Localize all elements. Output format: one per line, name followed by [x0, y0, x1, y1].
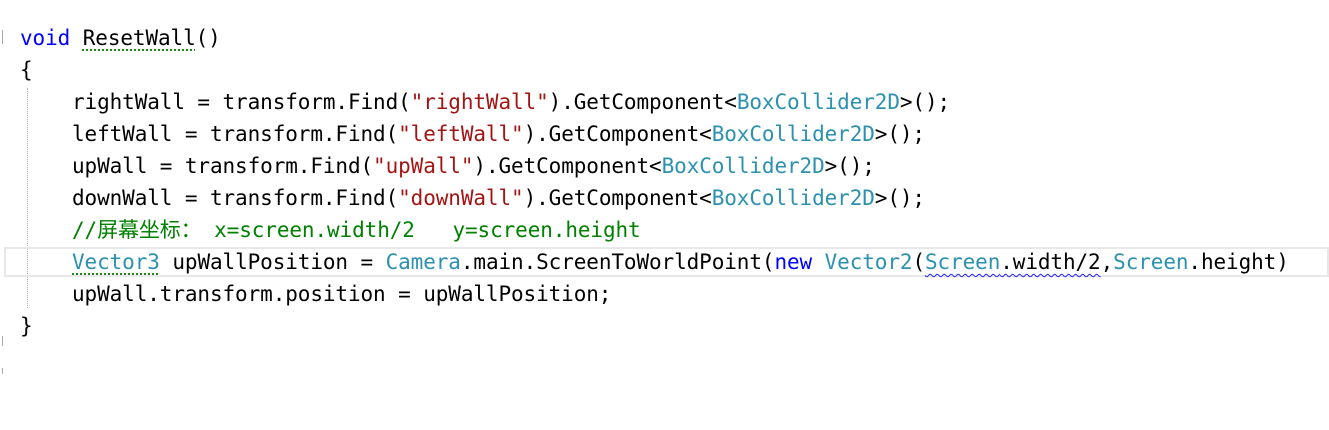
code-token — [70, 26, 83, 50]
code-token: upWall = transform.Find( — [72, 154, 374, 178]
code-line[interactable]: void ResetWall() — [0, 22, 221, 54]
code-token: () — [195, 26, 221, 50]
code-line-content: void ResetWall() — [20, 22, 221, 54]
code-token: upWallPosition = — [159, 250, 386, 274]
code-line[interactable]: { — [0, 54, 50, 86]
code-token: ( — [912, 250, 925, 274]
code-token: upWall.transform.position = upWallPositi… — [72, 282, 612, 306]
code-token: new — [774, 250, 813, 274]
code-token: { — [20, 58, 33, 82]
code-token: BoxCollider2D — [711, 186, 875, 210]
code-line[interactable]: downWall = transform.Find("downWall").Ge… — [0, 182, 925, 214]
code-line-content: //屏幕坐标： x=screen.width/2 y=screen.height — [72, 214, 641, 246]
code-line[interactable]: Vector3 upWallPosition = Camera.main.Scr… — [0, 246, 1289, 278]
code-token: Screen — [1113, 250, 1189, 274]
code-line[interactable]: //屏幕坐标： x=screen.width/2 y=screen.height — [0, 214, 641, 246]
code-token: } — [20, 314, 33, 338]
code-token: rightWall = transform.Find( — [72, 90, 411, 114]
code-token: ).GetComponent< — [523, 122, 712, 146]
code-token: .width/2 — [1000, 250, 1101, 274]
code-token: Camera — [385, 250, 461, 274]
gutter-marker — [2, 336, 3, 346]
code-token: , — [1100, 250, 1114, 274]
code-line-content: upWall.transform.position = upWallPositi… — [72, 278, 611, 310]
code-line[interactable]: rightWall = transform.Find("rightWall").… — [0, 86, 950, 118]
code-token: leftWall = transform.Find( — [72, 122, 399, 146]
code-token: >(); — [874, 186, 925, 210]
code-token — [812, 250, 825, 274]
code-token: Vector3 — [72, 250, 160, 274]
code-token: "downWall" — [398, 186, 524, 210]
current-line-highlight — [4, 247, 1329, 277]
code-token: "rightWall" — [410, 90, 549, 114]
code-token: //屏幕坐标： x=screen.width/2 y=screen.height — [72, 218, 641, 242]
code-token: .main.ScreenToWorldPoint( — [460, 250, 775, 274]
code-token: >(); — [874, 122, 925, 146]
code-token: BoxCollider2D — [736, 90, 900, 114]
gutter-marker — [2, 368, 3, 374]
code-line-content: Vector3 upWallPosition = Camera.main.Scr… — [72, 246, 1289, 278]
code-line[interactable]: upWall = transform.Find("upWall").GetCom… — [0, 150, 875, 182]
indent-guide — [27, 88, 28, 308]
code-line-content: leftWall = transform.Find("leftWall").Ge… — [72, 118, 925, 150]
code-token: Vector2 — [824, 250, 913, 274]
code-token: ).GetComponent< — [548, 90, 737, 114]
code-line-content: { — [20, 54, 33, 86]
code-line-content: rightWall = transform.Find("rightWall").… — [72, 86, 950, 118]
code-token: BoxCollider2D — [711, 122, 875, 146]
code-line[interactable]: } — [0, 310, 50, 342]
code-line-content: } — [20, 310, 33, 342]
code-token: void — [20, 26, 71, 50]
code-token: .height) — [1188, 250, 1289, 274]
code-token: ResetWall — [82, 26, 196, 50]
code-token: ).GetComponent< — [523, 186, 712, 210]
code-token: ).GetComponent< — [473, 154, 662, 178]
code-line[interactable]: leftWall = transform.Find("leftWall").Ge… — [0, 118, 925, 150]
code-line[interactable]: upWall.transform.position = upWallPositi… — [0, 278, 611, 310]
code-line-content: upWall = transform.Find("upWall").GetCom… — [72, 150, 875, 182]
code-token: >(); — [824, 154, 875, 178]
code-token: "upWall" — [373, 154, 474, 178]
gutter-marker — [2, 30, 3, 44]
code-token: downWall = transform.Find( — [72, 186, 399, 210]
code-token: Screen — [924, 250, 1001, 274]
code-token: >(); — [899, 90, 951, 114]
code-token: "leftWall" — [398, 122, 524, 146]
code-line-content: downWall = transform.Find("downWall").Ge… — [72, 182, 925, 214]
code-token: BoxCollider2D — [661, 154, 825, 178]
